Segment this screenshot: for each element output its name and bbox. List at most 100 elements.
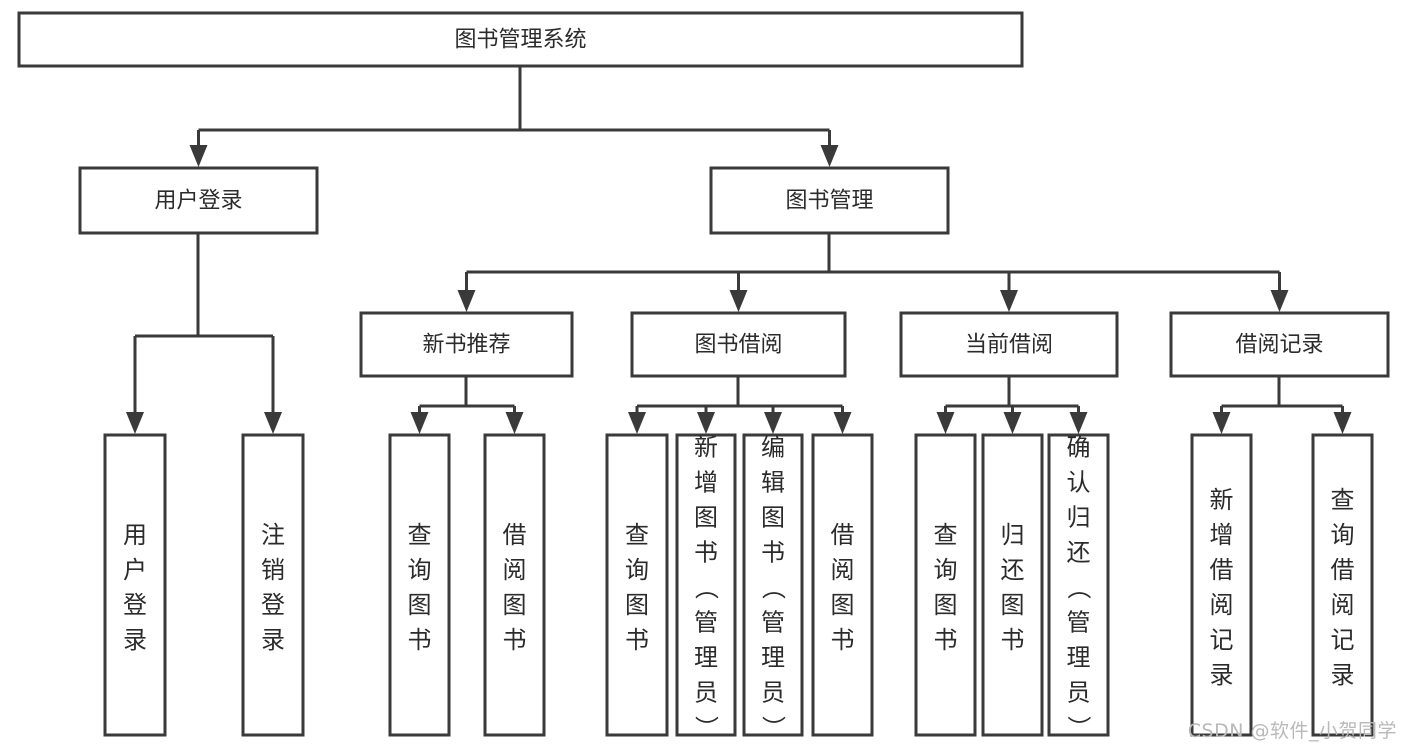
node-label-char: 员 xyxy=(694,679,718,707)
node-box[interactable] xyxy=(709,166,950,235)
arrow-head-icon xyxy=(189,145,208,167)
node-l4-1-0[interactable]: 查询图书查询图书 xyxy=(388,433,451,737)
connector-group xyxy=(628,376,852,434)
node-label: 用户登录 xyxy=(154,189,242,214)
node-label-char: 编 xyxy=(761,434,785,462)
node-label-char: 图 xyxy=(1001,591,1025,619)
node-box[interactable] xyxy=(103,433,167,737)
node-label-char: 员 xyxy=(1067,679,1091,707)
node-box[interactable] xyxy=(630,311,847,378)
node-box[interactable] xyxy=(241,433,305,737)
node-l4-1-1[interactable]: 借阅图书借阅图书 xyxy=(483,433,546,737)
node-label-char: 登 xyxy=(261,591,285,619)
node-label: 图书管理 xyxy=(785,189,873,214)
node-label-char: 阅 xyxy=(503,556,527,584)
node-label-char: 管 xyxy=(694,609,718,637)
node-label-char: 记 xyxy=(1331,626,1355,654)
node-label-char: 户 xyxy=(123,556,147,584)
node-box[interactable] xyxy=(388,433,451,737)
node-l4-4-1[interactable]: 查询借阅记录查询借阅记录 xyxy=(1311,433,1374,737)
node-l3-1[interactable]: 图书借阅 xyxy=(630,311,847,378)
node-label-char: 查 xyxy=(625,521,649,549)
node-l4-4-0[interactable]: 新增借阅记录新增借阅记录 xyxy=(1190,433,1253,737)
arrow-head-icon xyxy=(1212,412,1231,434)
node-label-char: 书 xyxy=(503,626,527,654)
node-box[interactable] xyxy=(17,11,1024,68)
node-box[interactable] xyxy=(981,433,1044,737)
node-label-char: 书 xyxy=(625,626,649,654)
node-label-char: 新 xyxy=(1210,486,1234,514)
node-box[interactable] xyxy=(1190,433,1253,737)
node-box[interactable] xyxy=(78,166,319,235)
node-l3-0[interactable]: 新书推荐 xyxy=(359,311,574,378)
node-label-char: 注 xyxy=(261,521,285,549)
node-label-char: 员 xyxy=(761,679,785,707)
arrow-head-icon xyxy=(820,145,839,167)
node-l2-1[interactable]: 图书管理 xyxy=(709,166,950,235)
node-box[interactable] xyxy=(359,311,574,378)
node-label-char: 录 xyxy=(123,626,147,654)
node-l2-0[interactable]: 用户登录 xyxy=(78,166,319,235)
node-label-char: 书 xyxy=(1001,626,1025,654)
arrow-head-icon xyxy=(1069,412,1088,434)
node-label-char: 认 xyxy=(1067,469,1091,497)
node-label-char: 书 xyxy=(694,539,718,567)
node-label-char: 查 xyxy=(408,521,432,549)
node-label-char: 辑 xyxy=(761,469,785,497)
node-l4-0-0[interactable]: 用户登录用户登录 xyxy=(103,433,167,737)
node-label: 借阅记录 xyxy=(1235,333,1323,358)
node-l4-3-0[interactable]: 查询图书查询图书 xyxy=(914,433,977,737)
node-l3-2[interactable]: 当前借阅 xyxy=(899,311,1119,378)
node-label-char: 借 xyxy=(1331,556,1355,584)
node-box[interactable] xyxy=(1047,433,1110,737)
node-label-char: 图 xyxy=(625,591,649,619)
node-label-char: 理 xyxy=(761,644,785,672)
node-label-char: 借 xyxy=(1210,556,1234,584)
node-l4-0-1[interactable]: 注销登录注销登录 xyxy=(241,433,305,737)
node-label-char: 录 xyxy=(261,626,285,654)
node-label-char: 书 xyxy=(408,626,432,654)
node-label-char: 图 xyxy=(831,591,855,619)
node-box[interactable] xyxy=(605,433,669,737)
node-label-char: 销 xyxy=(261,556,285,584)
node-label-char: 阅 xyxy=(1210,591,1234,619)
node-label-char: 用 xyxy=(123,521,147,549)
node-l4-2-0[interactable]: 查询图书查询图书 xyxy=(605,433,669,737)
connector-group xyxy=(126,233,282,434)
node-layer: 图书管理系统用户登录图书管理新书推荐图书借阅当前借阅借阅记录用户登录用户登录注销… xyxy=(17,11,1390,740)
node-box[interactable] xyxy=(1169,311,1390,378)
connector-layer xyxy=(126,66,1352,434)
node-label-char: 询 xyxy=(1331,521,1355,549)
node-label: 当前借阅 xyxy=(965,333,1053,358)
arrow-head-icon xyxy=(729,290,748,312)
node-box[interactable] xyxy=(899,311,1119,378)
node-label-char: 书 xyxy=(761,539,785,567)
node-label-char: 增 xyxy=(694,469,718,497)
node-root[interactable]: 图书管理系统 xyxy=(17,11,1024,68)
node-box[interactable] xyxy=(675,433,737,737)
arrow-head-icon xyxy=(505,412,524,434)
node-label-char: 确 xyxy=(1067,434,1091,462)
arrow-head-icon xyxy=(1270,290,1289,312)
node-box[interactable] xyxy=(1311,433,1374,737)
node-label-char: 询 xyxy=(408,556,432,584)
node-l4-3-1[interactable]: 归还图书归还图书 xyxy=(981,433,1044,737)
connector-group xyxy=(1212,376,1352,434)
node-box[interactable] xyxy=(914,433,977,737)
node-label: 图书管理系统 xyxy=(454,28,586,53)
arrow-head-icon xyxy=(1000,290,1018,312)
node-l3-3[interactable]: 借阅记录 xyxy=(1169,311,1390,378)
node-box[interactable] xyxy=(483,433,546,737)
node-box[interactable] xyxy=(811,433,874,737)
node-box[interactable] xyxy=(742,433,804,737)
arrow-head-icon xyxy=(1003,412,1022,434)
node-l4-2-3[interactable]: 借阅图书借阅图书 xyxy=(811,433,874,737)
arrow-head-icon xyxy=(126,412,144,434)
node-label-char: （ xyxy=(692,576,720,600)
node-label: 新书推荐 xyxy=(422,333,510,358)
arrow-head-icon xyxy=(697,412,715,434)
